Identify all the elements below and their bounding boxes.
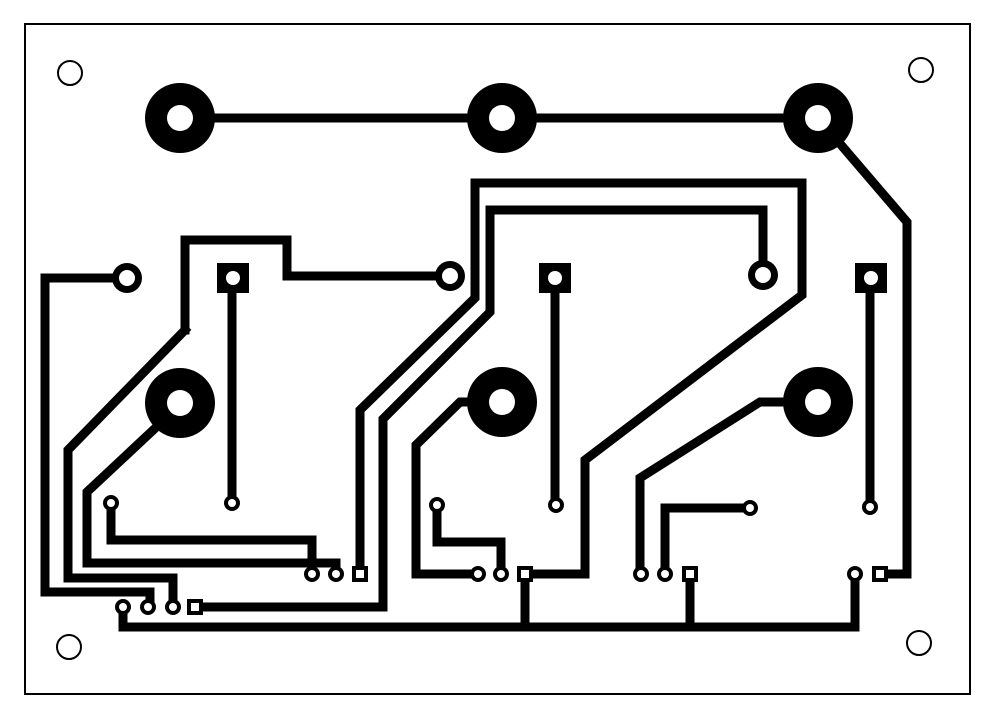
trace-left-diag	[63, 323, 192, 611]
small-pads	[103, 495, 888, 615]
large-pads	[145, 83, 853, 438]
trace-left-mid	[180, 235, 455, 335]
trace-left-small	[106, 498, 317, 579]
trace-left-outer	[40, 273, 155, 611]
trace-mid-small	[432, 500, 506, 579]
trace-right-rail	[811, 111, 912, 579]
medium-round-pads	[112, 260, 778, 293]
square-pads	[217, 263, 887, 293]
trace-right-small	[660, 503, 755, 579]
mounting-hole-top-left	[57, 60, 83, 86]
trace-left-pad-down	[82, 398, 341, 579]
trace-mid-inner	[355, 178, 807, 579]
mounting-holes	[56, 57, 934, 660]
trace-mid-outer	[190, 205, 768, 612]
mounting-hole-bottom-left	[56, 634, 82, 660]
trace-ground-bus	[118, 569, 860, 632]
board-outline	[24, 23, 971, 695]
mounting-hole-bottom-right	[906, 630, 932, 656]
mounting-hole-top-right	[908, 57, 934, 83]
